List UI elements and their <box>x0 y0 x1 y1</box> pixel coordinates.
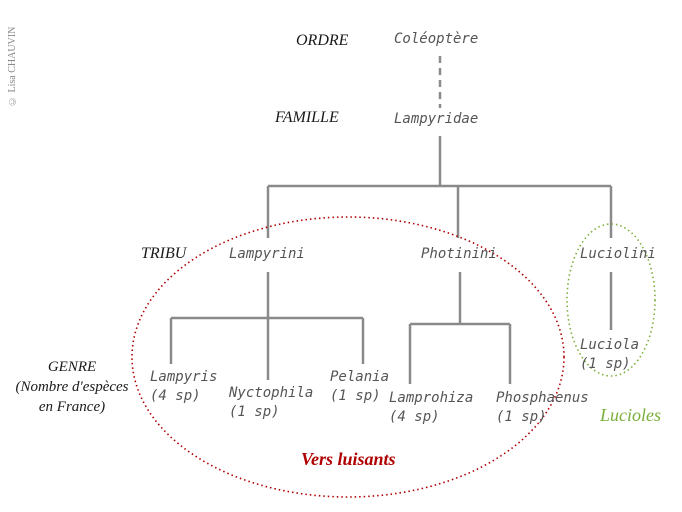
genre-count: (1 sp) <box>496 409 547 425</box>
genre-name: Pelania <box>330 369 390 385</box>
rank-genre-line2: (Nombre d'espèces <box>15 379 129 395</box>
rank-genre-line3: en France) <box>38 399 106 415</box>
taxon-ordre: Coléoptère <box>394 31 479 47</box>
genre-lampyris: Lampyris (4 sp) <box>150 368 217 406</box>
group-label-lucioles: Lucioles <box>600 405 661 425</box>
genre-pelania: Pelania (1 sp) <box>330 368 389 406</box>
rank-genre-line1: GENRE <box>47 359 97 375</box>
tribu-lampyrini: Lampyrini <box>229 246 305 262</box>
rank-genre: GENRE (Nombre d'espèces en France) <box>4 357 140 417</box>
genre-phosphaenus: Phosphaenus (1 sp) <box>496 389 589 427</box>
rank-ordre: ORDRE <box>296 32 349 49</box>
genre-name: Nyctophila <box>229 385 314 401</box>
genre-count: (1 sp) <box>580 356 631 372</box>
genre-name: Lamprohiza <box>389 390 474 406</box>
vers-luisants-ellipse <box>131 216 565 498</box>
genre-nyctophila: Nyctophila (1 sp) <box>229 384 313 422</box>
group-label-vers-luisants: Vers luisants <box>301 449 396 469</box>
rank-tribu: TRIBU <box>141 245 187 262</box>
lucioles-ellipse <box>566 223 656 377</box>
genre-name: Lampyris <box>150 369 218 385</box>
genre-name: Phosphaenus <box>496 390 589 406</box>
genre-count: (4 sp) <box>150 388 201 404</box>
rank-famille: FAMILLE <box>275 109 339 126</box>
copyright-text: © Lisa CHAUVIN <box>7 26 18 106</box>
genre-count: (1 sp) <box>229 404 280 420</box>
tribu-photinini: Photinini <box>421 246 497 262</box>
genre-luciola: Luciola (1 sp) <box>580 336 639 374</box>
genre-name: Luciola <box>580 337 640 353</box>
genre-count: (1 sp) <box>330 388 381 404</box>
tribu-luciolini: Luciolini <box>580 246 656 262</box>
genre-lamprohiza: Lamprohiza (4 sp) <box>389 389 473 427</box>
taxon-famille: Lampyridae <box>394 111 479 127</box>
genre-count: (4 sp) <box>389 409 440 425</box>
